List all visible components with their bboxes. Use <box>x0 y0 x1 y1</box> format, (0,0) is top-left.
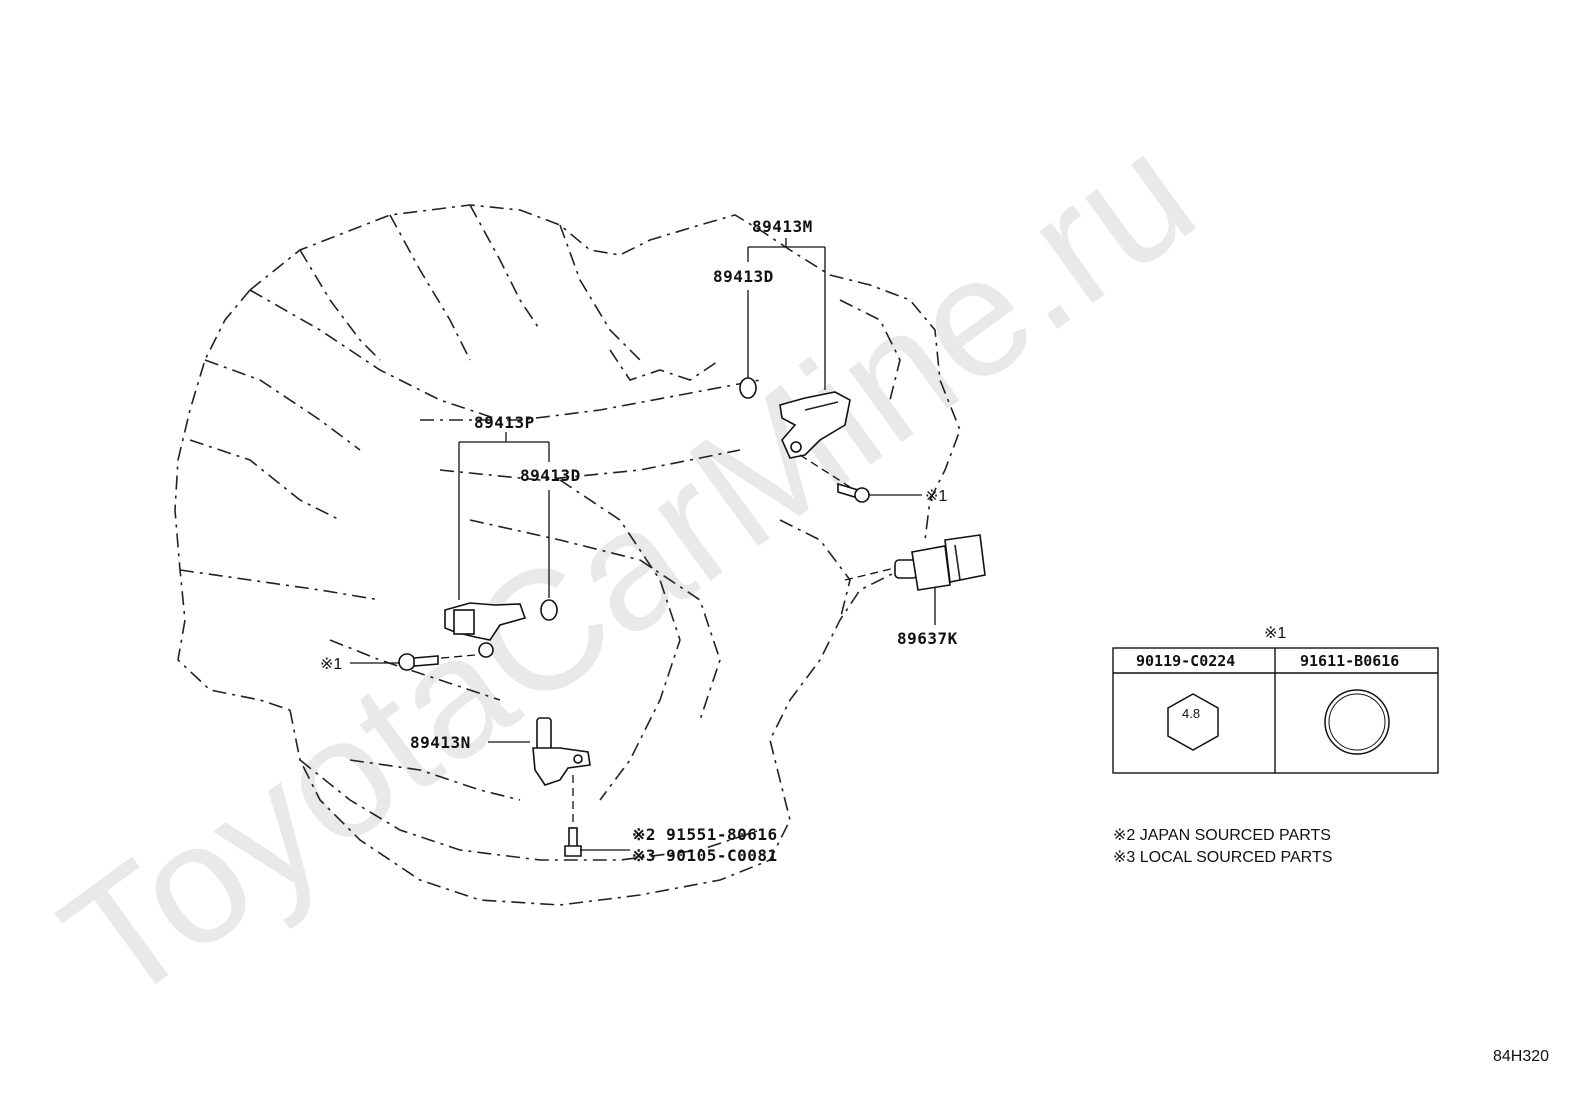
callout-bolt-local: ※3 90105-C0081 <box>632 846 778 865</box>
callout-89413M: 89413M <box>752 217 813 236</box>
speed-sensor-89413N <box>532 717 591 786</box>
sensor-group-upper <box>739 238 922 503</box>
o-ring-middle <box>540 599 558 621</box>
speed-sensor-89413M <box>779 391 851 459</box>
note-local: ※3 LOCAL SOURCED PARTS <box>1113 849 1332 866</box>
callout-89413P: 89413P <box>474 413 535 432</box>
callout-89413D-middle: 89413D <box>520 466 581 485</box>
reference-part-number-1: 90119-C0224 <box>1136 652 1235 670</box>
o-ring-upper <box>739 377 757 399</box>
washer-symbol <box>1324 689 1390 755</box>
callout-89413D-upper: 89413D <box>713 267 774 286</box>
watermark: ToyotaCarMine.ru <box>30 98 1227 1040</box>
bolt-lower <box>564 827 582 857</box>
note-ref-left: ※1 <box>320 656 342 673</box>
note-japan: ※2 JAPAN SOURCED PARTS <box>1113 827 1331 844</box>
reference-part-number-2: 91611-B0616 <box>1300 652 1399 670</box>
callout-bolt-japan: ※2 91551-80616 <box>632 825 778 844</box>
bolt-upper <box>837 482 870 503</box>
speed-sensor-89413P <box>444 602 527 658</box>
sensor-group-lower <box>488 717 630 857</box>
hexagon-symbol <box>1167 693 1219 751</box>
hexagon-value: 4.8 <box>1182 706 1200 721</box>
note-ref-right: ※1 <box>925 488 947 505</box>
callout-89637K: 89637K <box>897 629 958 648</box>
sensor-group-middle <box>350 432 558 671</box>
callout-89413N: 89413N <box>410 733 471 752</box>
bolt-left <box>398 653 439 671</box>
diagram-code: 84H320 <box>1493 1048 1549 1065</box>
reference-table-title: ※1 <box>1264 625 1286 642</box>
transaxle-housing <box>174 204 961 906</box>
reference-table: ※1 90119-C0224 91611-B0616 4.8 <box>1112 625 1439 774</box>
switch-89637K <box>844 534 986 625</box>
